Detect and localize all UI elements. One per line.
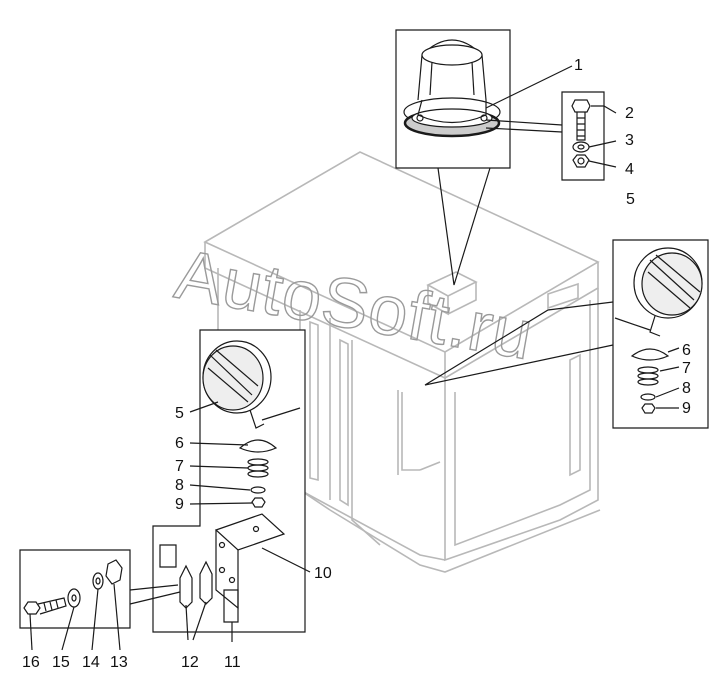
right-lamp-spring [637,366,659,386]
left-lamp-washer [250,486,266,494]
lamp-mounting-bracket [214,513,286,610]
callout-10: 10 [314,565,332,582]
left-lamp-nut [251,497,266,508]
callout-5-left: 5 [175,405,184,422]
callout-7-left: 7 [175,458,184,475]
callout-5-right: 5 [626,191,635,208]
callout-6-left: 6 [175,435,184,452]
beacon-hardware-inset [485,91,617,181]
left-work-lamp-inset [152,329,311,642]
beacon-nut [572,154,590,168]
bolt-set-inset [19,549,181,651]
callout-11: 11 [224,654,241,671]
right-lamp-washer [640,393,656,401]
left-work-lamp [202,340,301,429]
callout-labels: 1 2 3 4 5 6 7 8 9 5 6 7 8 9 10 11 12 13 … [22,57,691,671]
callout-8-left: 8 [175,477,184,494]
callout-13: 13 [110,654,128,671]
left-lamp-cup [238,439,278,453]
bracket-bolt [23,597,67,615]
bracket-nut [105,559,123,585]
callout-6-right: 6 [682,342,691,359]
callout-2: 2 [625,105,634,122]
callout-12: 12 [181,654,199,671]
right-lamp-nut [641,403,656,414]
right-work-lamp [614,247,703,337]
callout-3: 3 [625,132,634,149]
spacer-pad [159,544,177,568]
callout-8-right: 8 [682,380,691,397]
callout-16: 16 [22,654,40,671]
beacon-detail-inset [395,29,573,286]
clamp-plates [179,560,213,641]
rotating-beacon-lamp [403,39,501,138]
right-lamp-cup [630,348,670,361]
callout-7-right: 7 [682,360,691,377]
gasket-pad [223,589,239,623]
callout-9-right: 9 [682,400,691,417]
callout-4: 4 [625,161,634,178]
beacon-bolt [571,99,591,141]
callout-1: 1 [574,57,583,74]
callout-9-left: 9 [175,496,184,513]
callout-14: 14 [82,654,100,671]
callout-15: 15 [52,654,70,671]
right-work-lamp-inset [424,239,709,429]
